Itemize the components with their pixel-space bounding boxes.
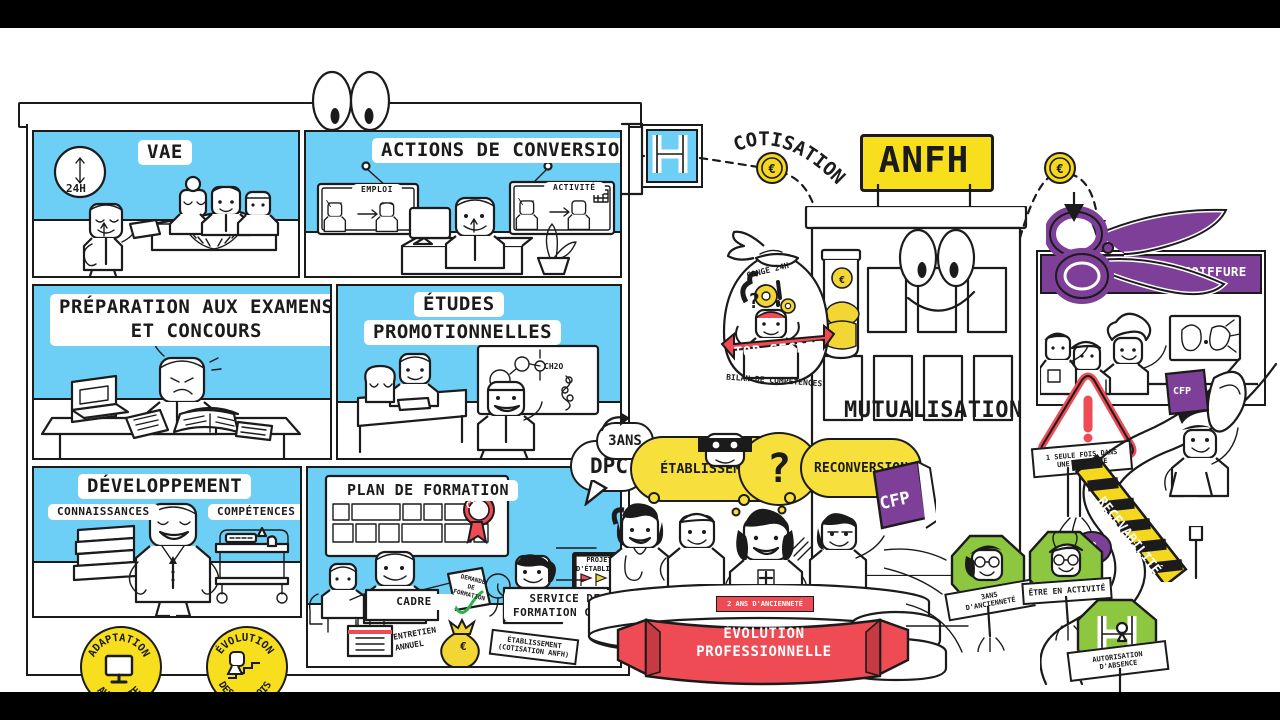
room-preparation: PRÉPARATION AUX EXAMENS ET CONCOURS bbox=[32, 284, 332, 460]
room-actions-conversion: ACTIONS DE CONVERSION EMPLOI ACTIVITÉ bbox=[304, 130, 622, 278]
room-preparation-title-line2: ET CONCOURS bbox=[130, 319, 262, 342]
frame-activite-label: ACTIVITÉ bbox=[544, 182, 605, 195]
badge-adaptation-art: ADAPTATION AU POSTE bbox=[86, 632, 152, 692]
room-developpement: DÉVELOPPEMENT CONNAISSANCES COMPÉTENCES bbox=[32, 466, 302, 618]
cotisations-label-wrap: COTISATIONS bbox=[726, 124, 849, 189]
bubble-3ans-text: 3ANS bbox=[608, 433, 642, 449]
board-formula-label: CH2O bbox=[544, 362, 564, 371]
service-line1: SERVICE DE bbox=[529, 592, 601, 605]
frame-emploi-label: EMPLOI bbox=[352, 184, 402, 197]
badge-adaptation-bottom: AU POSTE bbox=[95, 684, 144, 692]
cotisations-label: COTISATIONS bbox=[726, 124, 849, 189]
cotisation-flow-right: € bbox=[1018, 152, 1106, 242]
training-building: VAE 24H bbox=[18, 68, 642, 692]
sign-anciennete-post bbox=[977, 606, 1005, 652]
badge-evolution-bottom: DES EMPLOIS bbox=[216, 680, 274, 692]
mutualisation-label: MUTUALISATION bbox=[844, 398, 1023, 423]
svg-text:AU POSTE: AU POSTE bbox=[95, 684, 144, 692]
badge-evolution-top: ÉVOLUTION bbox=[213, 632, 276, 656]
plan-formation-title: PLAN DE FORMATION bbox=[338, 480, 519, 501]
screen-line1: PROJET bbox=[586, 556, 612, 564]
room-actions-title: ACTIONS DE CONVERSION bbox=[372, 138, 620, 164]
anfh-sign[interactable] bbox=[860, 134, 994, 192]
podium-sign-connector bbox=[906, 603, 969, 653]
bubble-question-text: ? bbox=[766, 446, 792, 492]
building-eyes-icon bbox=[311, 70, 391, 132]
road-marker-post bbox=[1188, 526, 1204, 580]
room-vae: VAE 24H bbox=[32, 130, 300, 278]
room-etudes-promotionnelles: ÉTUDES PROMOTIONNELLES CH2O bbox=[336, 284, 622, 460]
room-etudes-title-line1: ÉTUDES bbox=[414, 292, 504, 318]
podium-tag: 2 ANS D'ANCIENNETÉ bbox=[716, 596, 814, 612]
burglar-icon bbox=[698, 432, 752, 468]
bilan-competences-bag: ? CONGÉ 24H TOP SECRET BILAN DE COMPÉTEN… bbox=[716, 224, 838, 404]
cfp-book-icon: CFP bbox=[872, 460, 936, 530]
letterbox-top bbox=[0, 0, 1280, 28]
ribbon-line2: PROFESSIONNELLE bbox=[696, 643, 832, 660]
projet-etablissement-screen: PROJET D'ÉTABLISSEMENT bbox=[576, 556, 620, 575]
svg-text:?: ? bbox=[748, 289, 760, 313]
room-developpement-title: DÉVELOPPEMENT bbox=[78, 474, 252, 500]
bubble-3ans-arrow bbox=[600, 412, 630, 432]
letterbox-bottom bbox=[0, 692, 1280, 720]
building-podium-connector bbox=[556, 547, 597, 581]
euro-coin-left: € bbox=[768, 162, 775, 176]
sign-absence-post bbox=[1118, 668, 1122, 692]
badge-evolution-art: ÉVOLUTION DES EMPLOIS bbox=[213, 632, 276, 692]
coiffure-scene bbox=[1040, 312, 1258, 396]
jar-euro-symbol: € bbox=[839, 275, 845, 286]
whiteboard-canvas: VAE 24H bbox=[0, 28, 1280, 692]
svg-text:DES EMPLOIS: DES EMPLOIS bbox=[216, 680, 274, 692]
label-connaissances: CONNAISSANCES bbox=[48, 504, 159, 521]
center-right-connector bbox=[884, 548, 947, 595]
svg-text:ÉVOLUTION: ÉVOLUTION bbox=[213, 632, 276, 656]
hospital-connectors bbox=[620, 122, 646, 196]
desk-label-cadre: CADRE bbox=[372, 594, 456, 611]
label-competences: COMPÉTENCES bbox=[208, 504, 300, 521]
svg-text:COTISATIONS: COTISATIONS bbox=[726, 124, 849, 189]
hospital-h-letter bbox=[652, 135, 688, 173]
room-plan-formation: PLAN DE FORMATION CTE DEMANDE DE FORMATI… bbox=[306, 466, 622, 668]
ribbon-line1: ÉVOLUTION bbox=[723, 626, 805, 642]
room-preparation-title-line1: PRÉPARATION AUX EXAMENS bbox=[59, 296, 332, 318]
cfp-traveller: CFP bbox=[1164, 368, 1247, 498]
badge-evolution-des-emplois[interactable] bbox=[206, 626, 288, 692]
screen-line2: D'ÉTABLISSEMENT bbox=[576, 565, 620, 574]
bubble-dpc-tail bbox=[584, 480, 609, 506]
evolution-ribbon-text: ÉVOLUTION PROFESSIONNELLE bbox=[646, 626, 882, 661]
clock-24h-label: 24H bbox=[66, 182, 86, 195]
coiffure-arrow-icon bbox=[1064, 192, 1084, 222]
podium-tag-text: 2 ANS D'ANCIENNETÉ bbox=[727, 600, 803, 608]
room-preparation-title: PRÉPARATION AUX EXAMENS ET CONCOURS bbox=[50, 294, 332, 346]
evolution-ribbon bbox=[616, 618, 910, 686]
anfh-label: ANFH bbox=[878, 140, 970, 181]
room-vae-title: VAE bbox=[138, 140, 192, 166]
room-etudes-title-line2: PROMOTIONNELLES bbox=[364, 320, 562, 346]
cfp-folder-label: CFP bbox=[1173, 386, 1191, 397]
euro-coin-right: € bbox=[1056, 162, 1063, 176]
money-euro-symbol: € bbox=[460, 640, 467, 653]
